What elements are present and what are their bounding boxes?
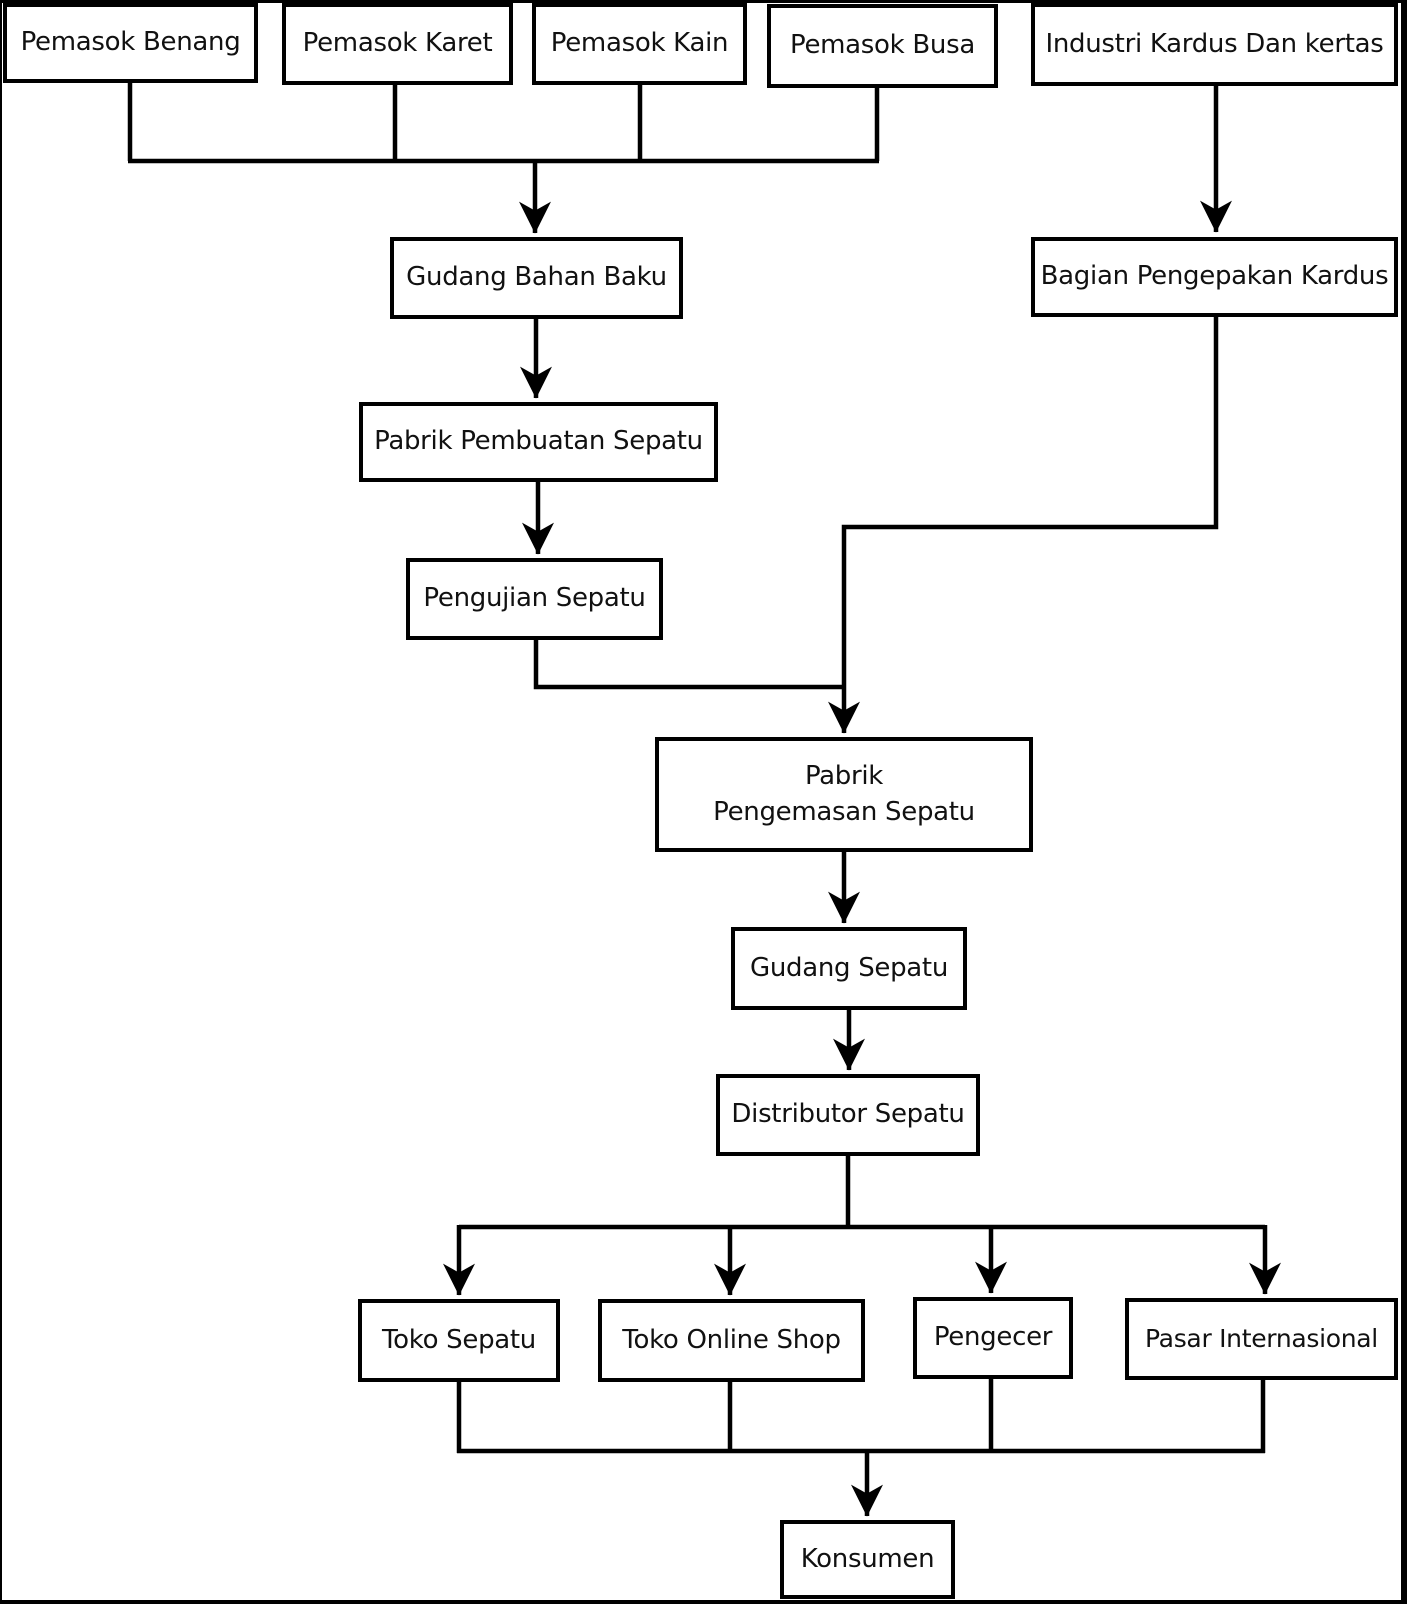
node-label-line1: Pabrik <box>804 761 884 792</box>
node-label: Toko Sepatu <box>382 1324 536 1355</box>
node-bagian-pengepakan-kardus: Bagian Pengepakan Kardus <box>1031 237 1398 317</box>
node-pabrik-pengemasan-sepatu: Pabrik Pengemasan Sepatu <box>655 737 1033 852</box>
node-label: Pabrik Pembuatan Sepatu <box>374 426 703 457</box>
node-toko-online-shop: Toko Online Shop <box>598 1299 865 1382</box>
node-label: Gudang Sepatu <box>749 952 949 983</box>
node-label: Pemasok Benang <box>20 27 241 58</box>
node-label-line2: Pengemasan Sepatu <box>713 796 975 827</box>
node-label: Toko Online Shop <box>622 1324 841 1355</box>
node-label: Distributor Sepatu <box>731 1099 965 1130</box>
node-label: Pemasok Kain <box>550 28 729 59</box>
node-label: Pemasok Busa <box>790 30 975 61</box>
node-label: Pengujian Sepatu <box>423 583 646 614</box>
node-gudang-sepatu: Gudang Sepatu <box>731 927 967 1010</box>
edge-bagian-pengepakan-to-pabrik-pengemasan <box>828 317 1219 734</box>
node-label: Pasar Internasional <box>1145 1324 1378 1354</box>
node-label: Konsumen <box>800 1543 935 1574</box>
node-pengujian-sepatu: Pengujian Sepatu <box>406 558 663 640</box>
node-pasar-internasional: Pasar Internasional <box>1125 1298 1398 1380</box>
node-label: Pemasok Karet <box>302 28 493 59</box>
edge-pengujian-to-junction <box>533 640 846 690</box>
node-label: Gudang Bahan Baku <box>406 262 667 293</box>
node-label: Industri Kardus Dan kertas <box>1045 28 1384 59</box>
node-label: Pengecer <box>933 1322 1053 1353</box>
node-konsumen: Konsumen <box>780 1520 955 1599</box>
node-pemasok-kain: Pemasok Kain <box>532 3 747 85</box>
node-pemasok-busa: Pemasok Busa <box>767 4 998 88</box>
node-industri-kardus: Industri Kardus Dan kertas <box>1031 3 1398 86</box>
node-gudang-bahan-baku: Gudang Bahan Baku <box>390 237 683 319</box>
node-toko-sepatu: Toko Sepatu <box>358 1299 560 1382</box>
node-distributor-sepatu: Distributor Sepatu <box>716 1074 980 1156</box>
node-pabrik-pembuatan-sepatu: Pabrik Pembuatan Sepatu <box>359 402 718 482</box>
node-pemasok-karet: Pemasok Karet <box>282 3 513 85</box>
node-pengecer: Pengecer <box>913 1297 1073 1379</box>
node-label: Bagian Pengepakan Kardus <box>1040 261 1389 292</box>
node-pemasok-benang: Pemasok Benang <box>3 3 258 83</box>
